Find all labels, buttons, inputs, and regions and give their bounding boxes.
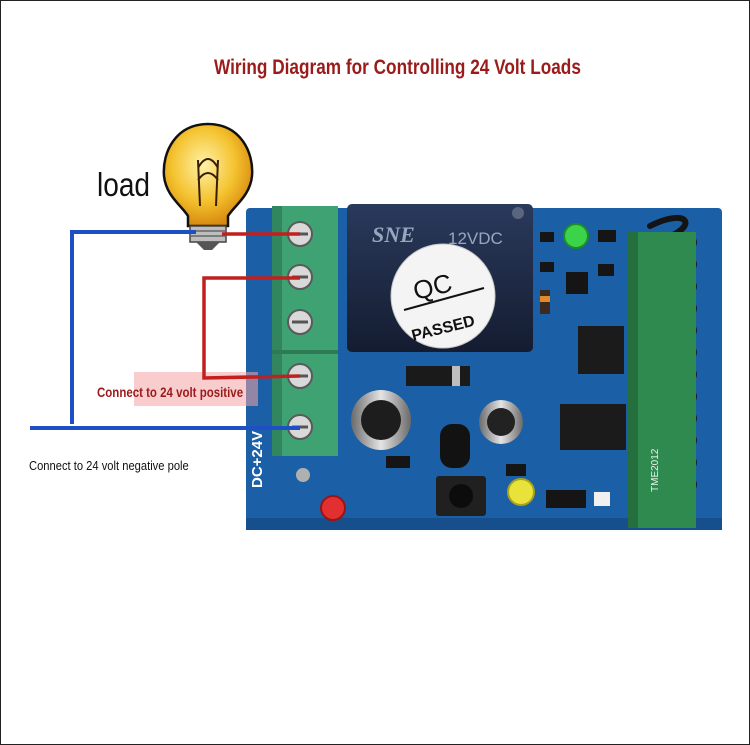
relay-rating-text: 12VDC xyxy=(448,229,503,248)
pcb-board-bottom-edge xyxy=(246,518,722,530)
diagram-title: Wiring Diagram for Controlling 24 Volt L… xyxy=(214,56,581,79)
qc-passed-sticker: QC PASSED xyxy=(390,243,496,349)
ic-chip-1 xyxy=(578,326,624,374)
relay-brand-text: SNE xyxy=(372,222,415,247)
yellow-led xyxy=(507,478,535,506)
wires xyxy=(30,230,301,430)
negative-connection-label: Connect to 24 volt negative pole xyxy=(29,458,189,473)
green-led xyxy=(563,223,589,249)
red-wire-relay-to-positive xyxy=(202,276,301,380)
module-code-text: TME2012 xyxy=(650,448,661,492)
terminal-voltage-label: DC+24V xyxy=(249,431,266,488)
blue-wire-load-return xyxy=(70,230,196,424)
terminal-block xyxy=(272,206,338,456)
positive-connection-label: Connect to 24 volt positive xyxy=(97,384,244,400)
red-led xyxy=(320,495,346,521)
board-components xyxy=(296,230,626,516)
ic-chip-2 xyxy=(560,404,626,450)
rf-receiver-module: TME2012 xyxy=(628,232,696,528)
load-label: load xyxy=(97,166,151,203)
